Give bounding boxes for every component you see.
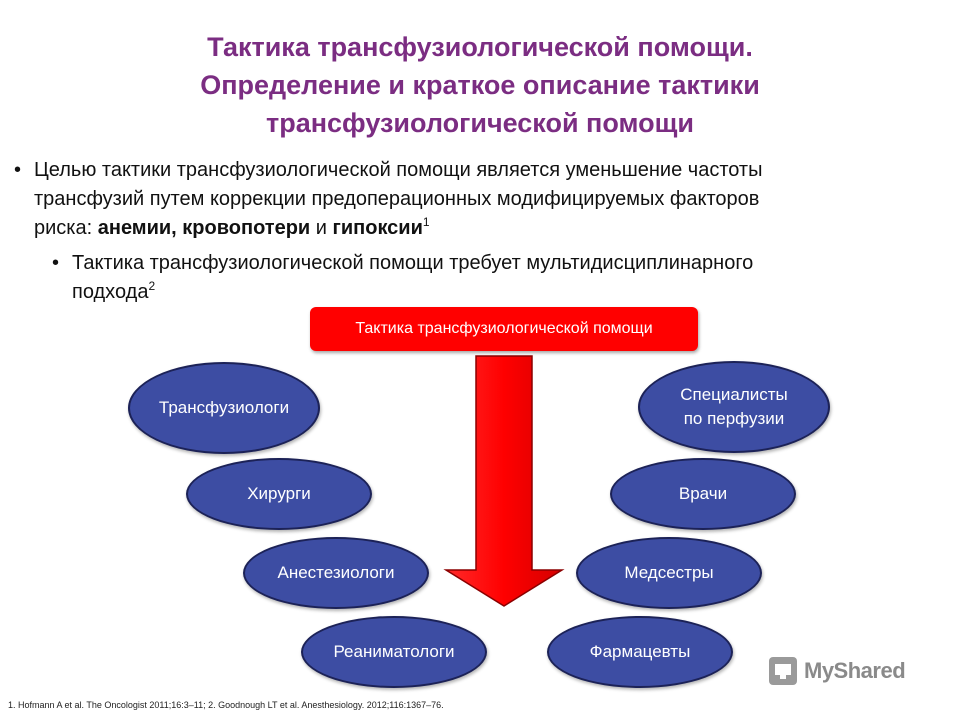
bullet-1-prefix: риска: — [34, 217, 98, 239]
bullet-1-conj: и — [310, 217, 333, 239]
right-node-label: Медсестры — [624, 563, 714, 582]
left-node-2: Хирурги — [186, 458, 372, 530]
bullet-item-goal: • Целью тактики трансфузиологической пом… — [14, 156, 934, 243]
bullet-2-line-2: подхода2 — [72, 278, 934, 307]
bullet-1-bold-hypoxia: гипоксии — [332, 217, 423, 239]
bullet-dot-icon: • — [14, 159, 22, 181]
bullet-2-line-1: Тактика трансфузиологической помощи треб… — [72, 252, 754, 274]
bullet-item-approach: • Тактика трансфузиологической помощи тр… — [52, 249, 934, 307]
left-node-3: Анестезиологи — [243, 537, 429, 609]
bullet-dot-icon: • — [52, 252, 60, 274]
bullet-1-bold-anemia: анемии, кровопотери — [97, 217, 311, 239]
title-line-3: трансфузиологической помощи — [266, 108, 694, 138]
left-node-4: Реаниматологи — [301, 616, 487, 688]
myshared-logo-icon — [769, 657, 797, 685]
bullet-1-line-2: трансфузий путем коррекции предоперацион… — [34, 188, 760, 210]
center-box-label: Тактика трансфузиологической помощи — [355, 320, 653, 337]
bullet-1-line-3: риска: анемии, кровопотери и гипоксии1 — [34, 214, 934, 243]
center-box: Тактика трансфузиологической помощи — [310, 307, 698, 351]
right-node-label: Фармацевты — [589, 642, 691, 661]
left-node-label: Анестезиологи — [277, 563, 395, 582]
right-node-1: Специалисты по перфузии — [638, 361, 830, 453]
title-line-1: Тактика трансфузиологической помощи. — [207, 32, 753, 62]
left-node-label: Хирурги — [247, 484, 311, 503]
right-node-label: Врачи — [678, 484, 728, 503]
right-node-label: Специалисты по перфузии — [680, 385, 788, 428]
right-node-3: Медсестры — [576, 537, 762, 609]
watermark: MyShared — [768, 656, 906, 686]
right-node-4: Фармацевты — [547, 616, 733, 688]
references-footnote: 1. Hofmann A et al. The Oncologist 2011;… — [8, 700, 444, 710]
left-node-label: Трансфузиологи — [158, 398, 290, 417]
bullet-1-ref: 1 — [422, 215, 430, 229]
left-node-label: Реаниматологи — [333, 642, 455, 661]
bullet-1-line-1: Целью тактики трансфузиологической помощ… — [34, 159, 763, 181]
title-line-2: Определение и краткое описание тактики — [200, 70, 760, 100]
bullet-2-ref: 2 — [148, 279, 156, 293]
watermark-text: MyShared — [804, 658, 906, 683]
left-node-1: Трансфузиологи — [128, 362, 320, 454]
slide-title: Тактика трансфузиологической помощи. Опр… — [60, 28, 900, 142]
down-arrow-icon — [443, 355, 565, 607]
right-node-2: Врачи — [610, 458, 796, 530]
bullet-list: • Целью тактики трансфузиологической пом… — [14, 156, 934, 307]
bullet-2-text: подхода — [72, 281, 149, 303]
